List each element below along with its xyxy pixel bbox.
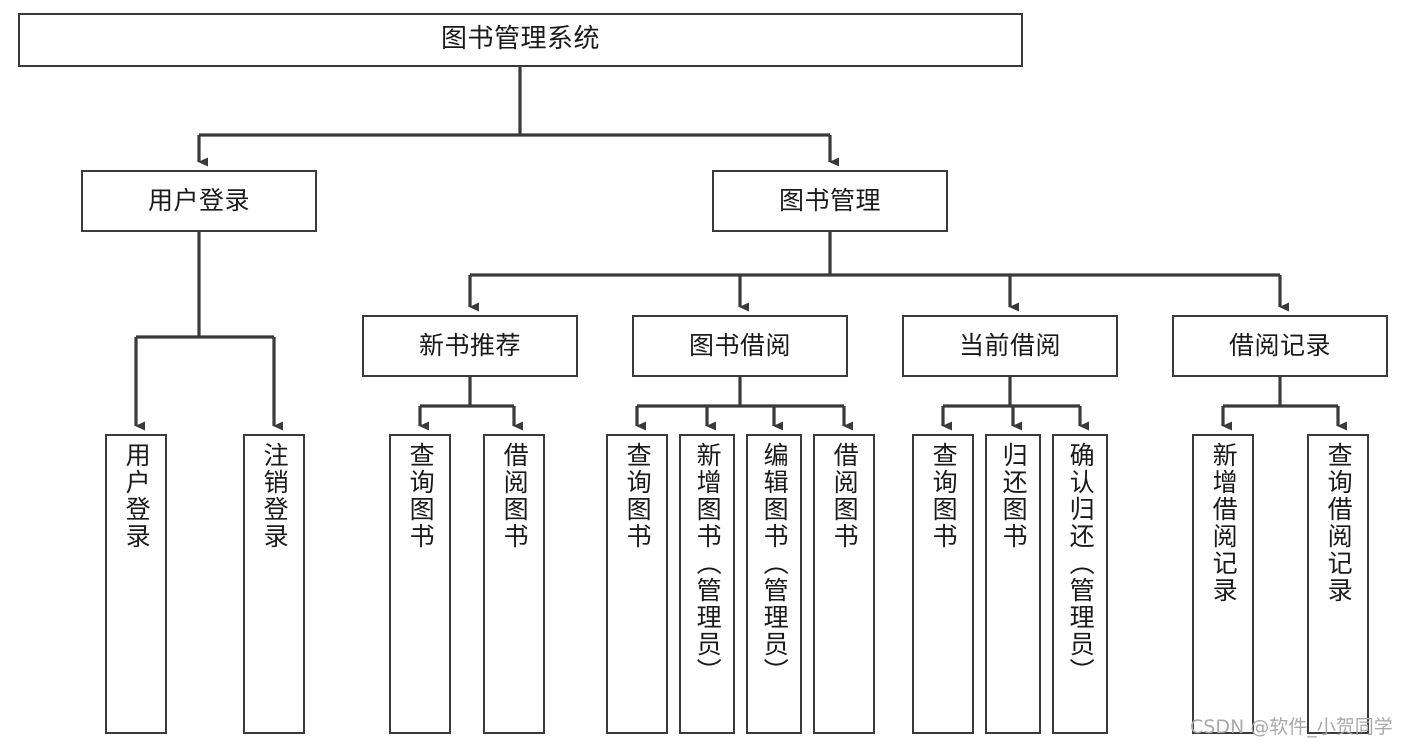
- node-leaf-add-record[interactable]: 新增借阅记录: [1192, 434, 1254, 734]
- node-user-login[interactable]: 用户登录: [81, 170, 317, 232]
- node-new-book-rec[interactable]: 新书推荐: [362, 315, 578, 377]
- node-leaf-query-book-1-label: 查询图书: [406, 442, 436, 550]
- node-leaf-query-record[interactable]: 查询借阅记录: [1307, 434, 1369, 734]
- node-leaf-query-book-3[interactable]: 查询图书: [912, 434, 974, 734]
- node-leaf-confirm-return[interactable]: 确认归还（管理员）: [1052, 434, 1108, 734]
- node-leaf-query-book-2[interactable]: 查询图书: [606, 434, 668, 734]
- node-leaf-logout[interactable]: 注销登录: [243, 434, 305, 734]
- node-leaf-borrow-book-2-label: 借阅图书: [830, 442, 860, 550]
- node-current-borrow-label: 当前借阅: [958, 331, 1061, 360]
- node-leaf-edit-book-label: 编辑图书（管理员）: [760, 442, 790, 685]
- node-leaf-edit-book[interactable]: 编辑图书（管理员）: [746, 434, 802, 734]
- node-borrow-record-label: 借阅记录: [1228, 331, 1331, 360]
- node-leaf-return-book[interactable]: 归还图书: [985, 434, 1041, 734]
- node-leaf-logout-label: 注销登录: [260, 442, 290, 550]
- node-root-label: 图书管理系统: [440, 24, 600, 55]
- node-leaf-add-book[interactable]: 新增图书（管理员）: [679, 434, 735, 734]
- node-leaf-return-book-label: 归还图书: [999, 442, 1029, 550]
- watermark-text: CSDN @软件_小贺同学: [1190, 716, 1393, 738]
- node-leaf-user-login-label: 用户登录: [122, 442, 152, 550]
- node-leaf-query-book-2-label: 查询图书: [623, 442, 653, 550]
- node-leaf-borrow-book-1[interactable]: 借阅图书: [483, 434, 545, 734]
- node-book-manage-label: 图书管理: [778, 186, 881, 215]
- node-leaf-borrow-book-2[interactable]: 借阅图书: [813, 434, 875, 734]
- node-leaf-query-record-label: 查询借阅记录: [1324, 442, 1354, 604]
- node-book-manage[interactable]: 图书管理: [712, 170, 948, 232]
- node-book-borrow[interactable]: 图书借阅: [632, 315, 848, 377]
- node-leaf-confirm-return-label: 确认归还（管理员）: [1066, 442, 1096, 685]
- node-leaf-add-record-label: 新增借阅记录: [1209, 442, 1239, 604]
- node-user-login-label: 用户登录: [147, 186, 250, 215]
- node-leaf-query-book-1[interactable]: 查询图书: [389, 434, 451, 734]
- node-leaf-borrow-book-1-label: 借阅图书: [500, 442, 530, 550]
- node-leaf-add-book-label: 新增图书（管理员）: [693, 442, 723, 685]
- node-book-borrow-label: 图书借阅: [688, 331, 791, 360]
- node-root[interactable]: 图书管理系统: [18, 13, 1023, 67]
- node-new-book-rec-label: 新书推荐: [418, 331, 521, 360]
- node-leaf-user-login[interactable]: 用户登录: [105, 434, 167, 734]
- node-leaf-query-book-3-label: 查询图书: [929, 442, 959, 550]
- node-borrow-record[interactable]: 借阅记录: [1172, 315, 1388, 377]
- node-current-borrow[interactable]: 当前借阅: [902, 315, 1118, 377]
